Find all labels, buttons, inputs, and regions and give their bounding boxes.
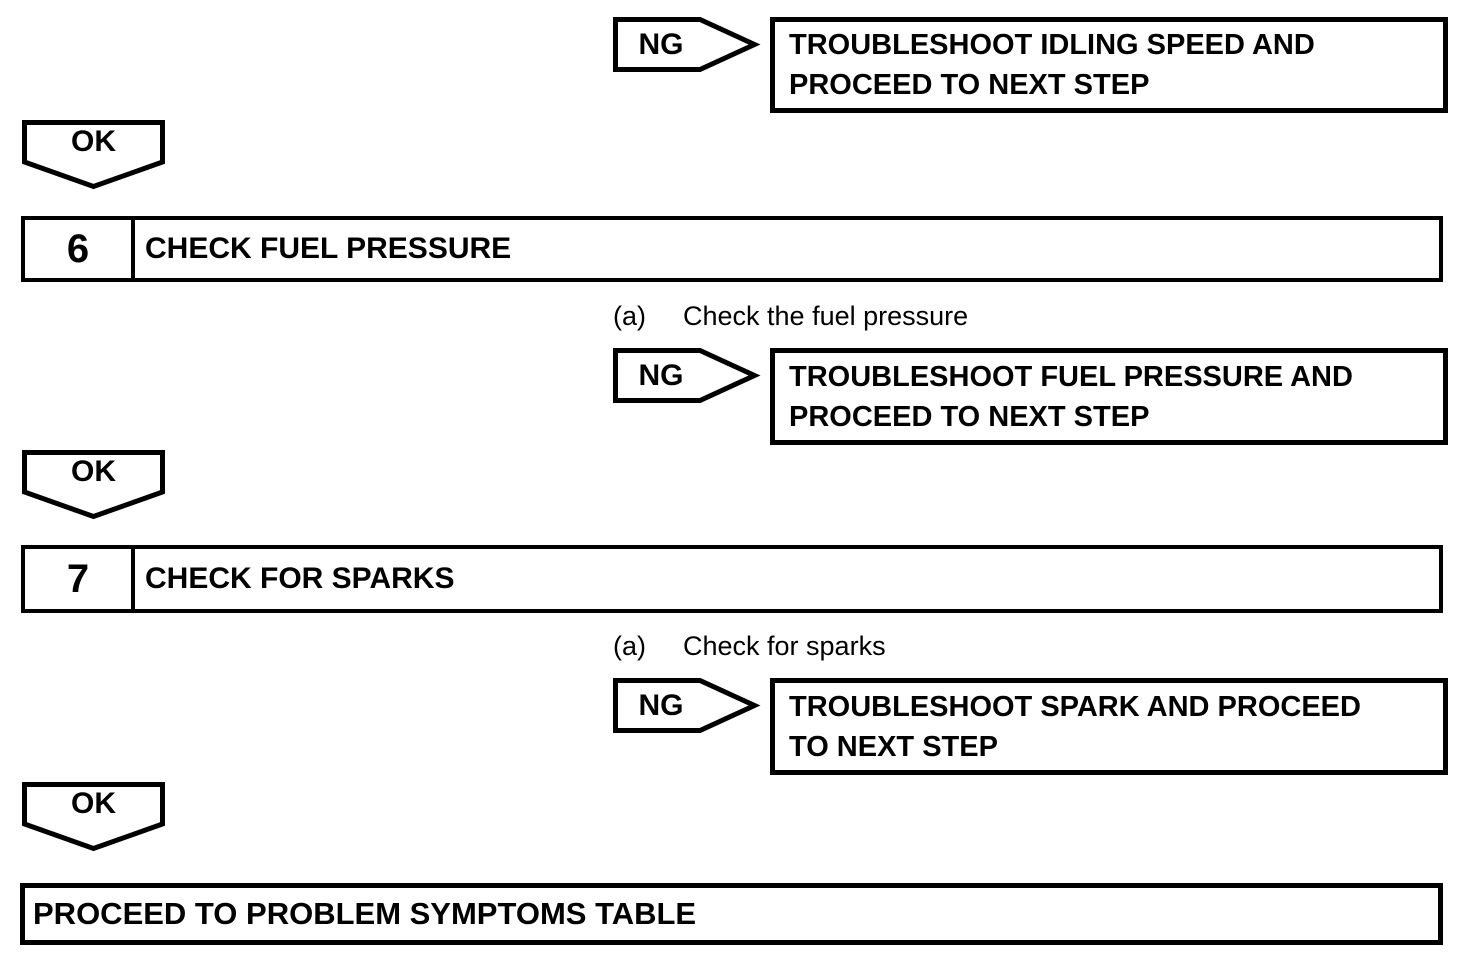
ok-connector-1: OK <box>22 120 165 190</box>
ng-label: NG <box>638 688 684 722</box>
step-title: CHECK FUEL PRESSURE <box>145 232 512 265</box>
ok-pentagon-icon <box>22 120 165 190</box>
ng-arrow-icon <box>613 17 761 72</box>
substep-text: Check the fuel pressure <box>683 301 969 331</box>
step-row-7: 7 CHECK FOR SPARKS <box>21 545 1443 613</box>
ok-connector-2: OK <box>22 450 165 520</box>
ok-label: OK <box>71 125 116 158</box>
substep-7a: (a) Check for sparks <box>613 630 1313 663</box>
substep-index: (a) <box>613 631 646 661</box>
ng-arrow-icon <box>613 678 761 733</box>
substep-6a: (a) Check the fuel pressure <box>613 300 1313 333</box>
ng-connector-3: NG <box>613 678 761 733</box>
ok-connector-3: OK <box>22 782 165 852</box>
step-number: 7 <box>25 549 135 609</box>
step-number: 6 <box>25 220 135 278</box>
ok-label: OK <box>71 787 116 820</box>
result-box-fuel-pressure: TROUBLESHOOT FUEL PRESSURE AND PROCEED T… <box>770 348 1448 445</box>
step-row-6: 6 CHECK FUEL PRESSURE <box>21 216 1443 282</box>
substep-index: (a) <box>613 301 646 331</box>
ok-pentagon-icon <box>22 450 165 520</box>
terminal-box: PROCEED TO PROBLEM SYMPTOMS TABLE <box>20 883 1443 945</box>
substep-text: Check for sparks <box>683 631 886 661</box>
ok-label: OK <box>71 455 116 488</box>
ng-connector-2: NG <box>613 348 761 403</box>
step-title: CHECK FOR SPARKS <box>145 562 455 595</box>
result-box-idling-speed: TROUBLESHOOT IDLING SPEED AND PROCEED TO… <box>770 17 1448 113</box>
ng-connector-1: NG <box>613 17 761 72</box>
ng-label: NG <box>638 27 684 61</box>
result-box-spark: TROUBLESHOOT SPARK AND PROCEED TO NEXT S… <box>770 678 1448 775</box>
ok-pentagon-icon <box>22 782 165 852</box>
ng-label: NG <box>638 358 684 392</box>
ng-arrow-icon <box>613 348 761 403</box>
